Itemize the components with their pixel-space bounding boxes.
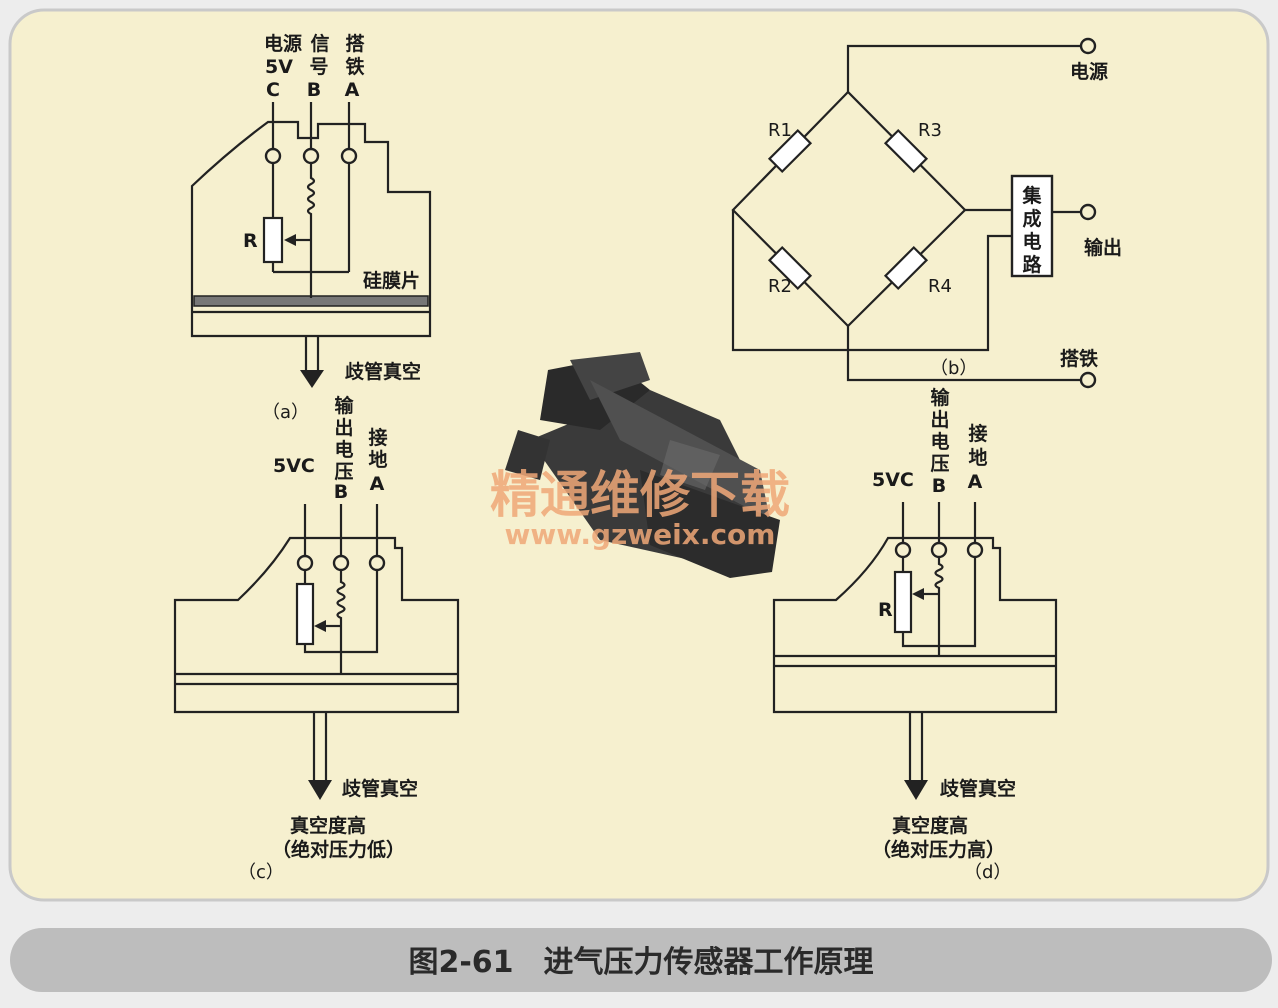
- panel-b-caption: （b）: [930, 358, 977, 379]
- panel-a-pin-a-label-2: 铁: [345, 55, 364, 78]
- panel-d-vacuum-label: 歧管真空: [940, 777, 1016, 800]
- panel-a: 电源 5V C 信 号 B 搭 铁 A R 硅膜片 歧管真空 （a）: [190, 32, 432, 423]
- panel-d-pin-b-label-2: 出: [930, 408, 949, 431]
- panel-a-pin-b-label-2: 号: [309, 56, 328, 78]
- panel-d-resistor: [893, 570, 913, 634]
- panel-d-housing: [772, 536, 1058, 714]
- panel-c-resistor: [295, 582, 315, 646]
- panel-b-ground-terminal: [1079, 371, 1097, 389]
- panel-b-power-terminal: [1079, 37, 1097, 55]
- panel-b-r2: [767, 245, 813, 291]
- panel-d-pin-b-label-1: 输: [930, 386, 950, 409]
- panel-a-pin-c-label-3: C: [266, 79, 280, 101]
- panel-c-supply-label: 5VC: [273, 455, 315, 477]
- panel-d-state-line-1: 真空度高: [892, 814, 968, 837]
- panel-a-resistor-label: R: [243, 230, 258, 252]
- panel-a-pin-c-label-2: 5V: [265, 56, 293, 78]
- panel-d-coil: [934, 557, 944, 592]
- panel-d-pin-b-label-5: B: [932, 475, 946, 497]
- panel-c-pin-a-label-3: A: [370, 473, 385, 495]
- panel-b-ic-label-4: 路: [1022, 253, 1042, 276]
- panel-c-caption: （c）: [238, 862, 284, 883]
- panel-b: 电源 输出 搭铁 集 成 电 路 R1 R3 R2 R4 （b）: [731, 37, 1122, 389]
- panel-c-state-line-1: 真空度高: [290, 814, 366, 837]
- panel-c-pin-a-label-2: 地: [368, 448, 387, 471]
- caption-bar: [10, 928, 1272, 992]
- panel-b-r3-label: R3: [918, 120, 942, 141]
- panel-d-caption: （d）: [964, 862, 1011, 883]
- panel-a-pin-b-label-1: 信: [310, 32, 329, 55]
- panel-b-ic-label-3: 电: [1022, 230, 1041, 253]
- panel-a-pin-a-label-1: 搭: [345, 32, 365, 55]
- panel-b-r4-label: R4: [928, 276, 952, 297]
- watermark-title: 精通维修下载: [490, 466, 790, 524]
- panel-a-vacuum-label: 歧管真空: [345, 360, 421, 383]
- panel-a-caption: （a）: [262, 402, 309, 423]
- panel-c: 5VC 输 出 电 压 B 接 地 A 歧管真空 真空度高 （绝对压力低） （c…: [173, 394, 460, 883]
- panel-c-housing: [173, 536, 460, 714]
- panel-d-resistor-label: R: [878, 599, 893, 621]
- sensor-photo: [505, 352, 780, 578]
- panel-b-output-terminal: [1079, 203, 1097, 221]
- panel-a-pin-b-label-3: B: [307, 79, 321, 101]
- panel-d-state-line-2: （绝对压力高）: [872, 838, 1005, 861]
- figure-caption: 图2-61 进气压力传感器工作原理: [408, 945, 873, 980]
- panel-c-state-line-2: （绝对压力低）: [272, 838, 405, 861]
- panel-a-resistor: [262, 216, 284, 264]
- panel-c-pin-a-label-1: 接: [368, 427, 387, 449]
- panel-d-pin-b-label-4: 压: [930, 453, 949, 475]
- panel-c-pin-b-label-3: 电: [334, 438, 353, 461]
- panel-b-power-label: 电源: [1070, 60, 1108, 83]
- panel-a-pin-a-label-3: A: [345, 79, 360, 101]
- panel-b-ic-label-2: 成: [1022, 207, 1041, 230]
- panel-c-pin-b-label-1: 输: [334, 394, 354, 417]
- panel-d-pin-a-label-2: 地: [968, 446, 987, 469]
- panel-c-vacuum-label: 歧管真空: [342, 777, 418, 800]
- panel-c-pin-b-label-5: B: [334, 481, 348, 503]
- panel-d: 5VC 输 出 电 压 B 接 地 A R 歧管真空 真空度高 （绝对压力高） …: [772, 386, 1058, 883]
- panel-d-vacuum-arrow: [904, 780, 928, 800]
- panel-b-ic: [1010, 174, 1054, 278]
- panel-b-ic-label-1: 集: [1021, 184, 1042, 207]
- panel-c-coil: [336, 570, 346, 624]
- panel-a-diaphragm-label: 硅膜片: [363, 269, 420, 292]
- panel-d-pin-a-label-1: 接: [968, 423, 987, 445]
- panel-b-r2-label: R2: [768, 276, 792, 297]
- watermark-url: www.gzweix.com: [505, 518, 776, 551]
- panel-a-coil: [306, 163, 316, 232]
- panel-c-pin-b-label-2: 出: [334, 416, 353, 439]
- panel-b-r1: [767, 128, 813, 174]
- panel-b-r4: [883, 245, 929, 291]
- panel-b-output-label-1: 输出: [1084, 236, 1122, 259]
- panel-c-vacuum-arrow: [308, 780, 332, 800]
- panel-a-housing: [190, 120, 432, 338]
- panel-a-pin-c-label-1: 电源: [264, 32, 302, 55]
- panel-c-pin-b-label-4: 压: [334, 461, 353, 483]
- panel-b-r1-label: R1: [768, 120, 792, 141]
- panel-d-pin-a-label-3: A: [968, 471, 983, 493]
- panel-b-ground-label: 搭铁: [1060, 347, 1098, 370]
- panel-a-vacuum-arrow: [300, 370, 324, 388]
- panel-d-pin-b-label-3: 电: [930, 430, 949, 453]
- panel-b-r3: [883, 128, 929, 174]
- panel-d-supply-label: 5VC: [872, 469, 914, 491]
